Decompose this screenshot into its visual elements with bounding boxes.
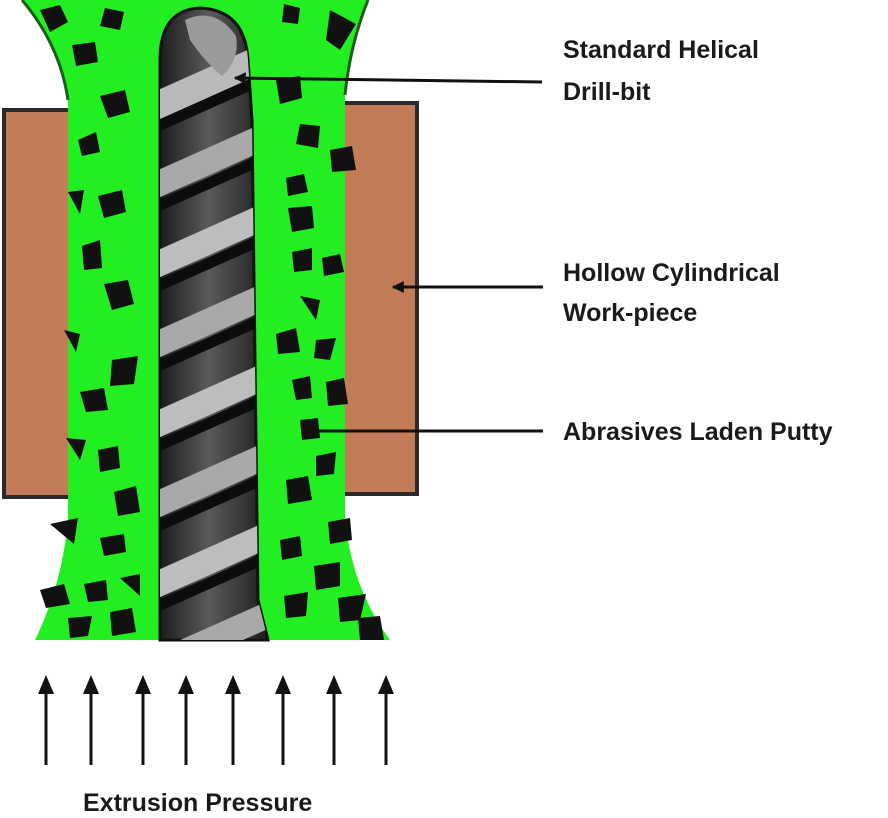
putty-label-text: Abrasives Laden Putty — [563, 418, 833, 446]
up-arrow-icon — [38, 675, 394, 765]
drill-bit-label: Standard Helical Drill-bit — [563, 35, 759, 107]
drill-bit-leader — [233, 72, 543, 85]
drill-bit-label-line1: Standard Helical — [563, 36, 759, 64]
putty-outline-right — [343, 0, 370, 96]
drill-bit-icon — [158, 6, 270, 642]
extrusion-pressure-text: Extrusion Pressure — [83, 789, 313, 817]
extrusion-pressure-label: Extrusion Pressure — [83, 788, 312, 818]
workpiece-label: Hollow Cylindrical Work-piece — [563, 258, 780, 328]
abrasive-particle-icon — [40, 4, 384, 640]
drill-bit-label-line2: Drill-bit — [563, 78, 651, 106]
workpiece-label-line1: Hollow Cylindrical — [563, 259, 780, 287]
workpiece-label-line2: Work-piece — [563, 299, 698, 327]
putty-label: Abrasives Laden Putty — [563, 417, 833, 447]
putty-outline-left — [20, 0, 70, 101]
